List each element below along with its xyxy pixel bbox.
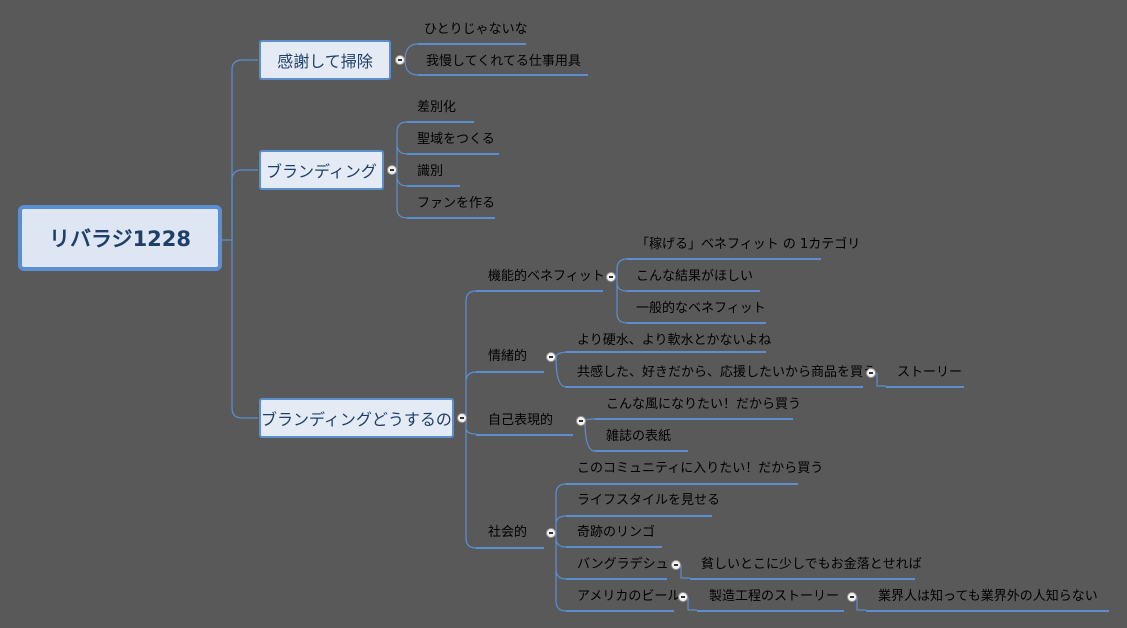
topic-self-expression[interactable]: 自己表現的 [488, 413, 554, 428]
topic-underline [566, 483, 798, 485]
topic-underline [566, 578, 667, 580]
connector-emotional-children [555, 351, 567, 388]
root-topic[interactable]: リバラジ1228 [18, 205, 222, 271]
topic-manufacturing-story[interactable]: 製造工程のストーリー [709, 589, 840, 604]
topic-emotional[interactable]: 情緒的 [488, 349, 528, 364]
collapse-toggle-icon[interactable] [546, 528, 556, 538]
topic-magazine-cover[interactable]: 雑誌の表紙 [606, 429, 672, 444]
topic-social[interactable]: 社会的 [488, 525, 528, 540]
topic-underline [690, 578, 915, 580]
connector-beer-child [687, 597, 697, 611]
topic-want-to-be-like[interactable]: こんな風になりたい！だから買う [606, 397, 802, 412]
topic-underline [627, 322, 766, 324]
topic-underline [418, 43, 526, 45]
topic-underline [697, 610, 844, 612]
collapse-toggle-icon[interactable] [847, 592, 857, 602]
topic-underline [476, 434, 573, 436]
topic-underline [886, 386, 964, 388]
topic-bangladesh[interactable]: バングラデシュ [577, 557, 669, 572]
topic-hard-soft-water[interactable]: より硬水、より軟水とかないよね [577, 333, 772, 348]
topic-not-alone[interactable]: ひとりじゃないな [424, 22, 528, 37]
collapse-toggle-icon[interactable] [671, 560, 681, 570]
topic-underline [566, 351, 766, 353]
collapse-toggle-icon[interactable] [387, 165, 397, 175]
topic-underline [566, 610, 674, 612]
topic-join-community[interactable]: このコミュニティに入りたい！だから買う [577, 461, 824, 476]
topic-differentiation[interactable]: 差別化 [417, 100, 457, 115]
topic-underline [407, 153, 499, 155]
main-topic-thanks-cleaning[interactable]: 感謝して掃除 [259, 40, 391, 80]
connector-social-children [555, 483, 567, 612]
topic-sanctuary[interactable]: 聖域をつくる [417, 132, 495, 147]
topic-functional-benefit[interactable]: 機能的ベネフィット [488, 269, 605, 284]
topic-make-fans[interactable]: ファンを作る [417, 196, 496, 211]
topic-underline [476, 547, 544, 549]
main-topic-branding[interactable]: ブランディング [259, 150, 384, 190]
topic-underline [566, 546, 662, 548]
connector-functional-children [616, 258, 628, 324]
topic-enduring-work-tools[interactable]: 我慢してくれてる仕事用具 [426, 54, 581, 69]
topic-show-lifestyle[interactable]: ライフスタイルを見せる [577, 493, 721, 508]
topic-underline [627, 258, 821, 260]
topic-miracle-apple[interactable]: 奇跡のリンゴ [577, 525, 656, 540]
collapse-toggle-icon[interactable] [606, 272, 616, 282]
topic-drop-money-poor[interactable]: 貧しいとこに少しでもお金落とせれば [701, 557, 922, 572]
topic-underline [407, 217, 495, 219]
connector-root-trunk [222, 59, 258, 241]
collapse-toggle-icon[interactable] [395, 55, 405, 65]
topic-underline [566, 515, 712, 517]
collapse-toggle-icon[interactable] [457, 413, 467, 423]
connector-root-branding [231, 169, 258, 240]
topic-underline [476, 371, 544, 373]
connector-howto-children [465, 290, 477, 549]
topic-identification[interactable]: 識別 [417, 164, 444, 179]
topic-underline [566, 386, 863, 388]
topic-general-benefit[interactable]: 一般的なベネフィット [636, 301, 766, 316]
topic-earning-benefit[interactable]: 「稼げる」ベネフィット の 1カテゴリ [636, 237, 861, 252]
connector-process-child [856, 597, 866, 611]
connector-root-howto [231, 240, 258, 419]
connector-empathy-story [876, 373, 886, 387]
topic-underline [595, 450, 688, 452]
connector-selfexpr-children [584, 418, 596, 452]
topic-story[interactable]: ストーリー [897, 365, 963, 380]
topic-underline [418, 74, 588, 76]
topic-underline [866, 610, 1109, 612]
topic-underline [407, 121, 474, 123]
topic-underline [476, 290, 603, 292]
topic-underline [407, 185, 460, 187]
connector-bangladesh-child [680, 565, 690, 579]
topic-insiders-know[interactable]: 業界人は知っても業界外の人知らない [878, 589, 1098, 604]
connector-thanks-children [404, 43, 419, 76]
collapse-toggle-icon[interactable] [866, 368, 876, 378]
collapse-toggle-icon[interactable] [546, 352, 556, 362]
collapse-toggle-icon[interactable] [576, 416, 586, 426]
topic-buy-from-empathy[interactable]: 共感した、好きだから、応援したいから商品を買う [577, 365, 877, 380]
main-topic-branding-how[interactable]: ブランディングどうするの [259, 398, 454, 438]
topic-underline [627, 290, 760, 292]
topic-american-beer[interactable]: アメリカのビール [577, 589, 681, 604]
topic-want-result[interactable]: こんな結果がほしい [636, 269, 754, 284]
collapse-toggle-icon[interactable] [678, 592, 688, 602]
topic-underline [595, 418, 793, 420]
connector-branding-children [396, 121, 408, 219]
